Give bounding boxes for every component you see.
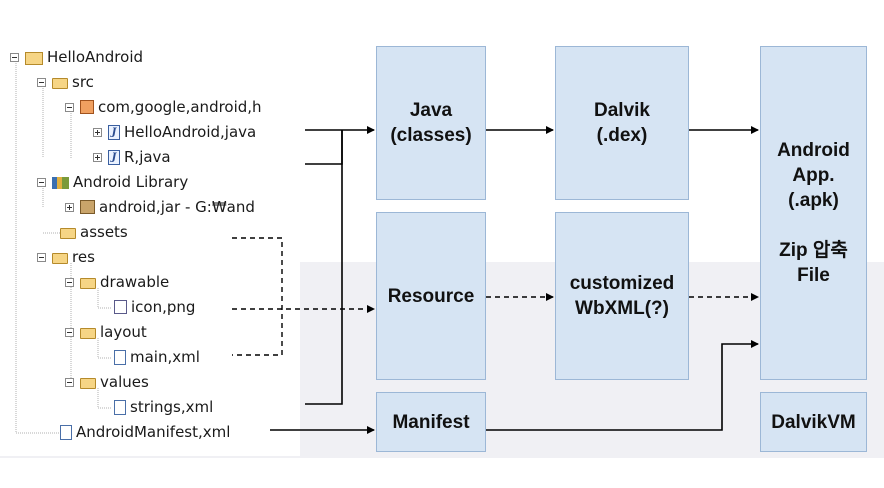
- project-tree: HelloAndroid src com,google,android,h J …: [0, 36, 300, 456]
- wbxml-box: customized WbXML(?): [555, 212, 689, 380]
- expand-icon[interactable]: [65, 202, 74, 212]
- collapse-icon[interactable]: [37, 177, 46, 187]
- tree-item-label: Android Library: [73, 173, 189, 191]
- tree-item-label: src: [72, 73, 94, 91]
- tree-item-label: R,java: [124, 148, 171, 166]
- folder-icon: [80, 378, 96, 389]
- java-file-icon: J: [108, 124, 120, 140]
- dalvikvm-box: DalvikVM: [760, 392, 867, 452]
- tree-item-label: com,google,android,h: [98, 98, 262, 116]
- tree-item-label: android,jar - G:₩and: [99, 198, 255, 216]
- jar-icon: [80, 200, 95, 214]
- xml-file-icon: [114, 399, 126, 415]
- xml-file-icon: [60, 424, 72, 440]
- tree-item-values[interactable]: values: [65, 371, 149, 393]
- image-file-icon: [114, 300, 127, 314]
- tree-item-label: values: [100, 373, 149, 391]
- project-icon: [25, 51, 43, 65]
- collapse-icon[interactable]: [65, 277, 74, 287]
- collapse-icon[interactable]: [37, 252, 46, 262]
- source-folder-icon: [52, 78, 68, 89]
- tree-item-label: HelloAndroid,java: [124, 123, 257, 141]
- java-classes-box: Java (classes): [376, 46, 486, 200]
- tree-item-label: strings,xml: [130, 398, 214, 416]
- tree-item-res[interactable]: res: [37, 246, 95, 268]
- collapse-icon[interactable]: [10, 52, 19, 62]
- tree-item-helloandroid-java[interactable]: J HelloAndroid,java: [93, 121, 256, 143]
- line-assets: [232, 237, 283, 356]
- tree-item-label: drawable: [100, 273, 170, 291]
- collapse-icon[interactable]: [65, 377, 74, 387]
- resource-box: Resource: [376, 212, 486, 380]
- tree-item-label: layout: [100, 323, 147, 341]
- tree-item-helloandroid[interactable]: HelloAndroid: [10, 46, 143, 68]
- tree-item-assets[interactable]: assets: [60, 221, 128, 243]
- tree-item-label: AndroidManifest,xml: [76, 423, 231, 441]
- library-icon: [52, 177, 69, 189]
- tree-item-android-library[interactable]: Android Library: [37, 171, 188, 193]
- java-file-icon: J: [108, 149, 120, 165]
- tree-item-label: assets: [80, 223, 128, 241]
- line-strings-xml: [305, 130, 343, 405]
- folder-icon: [80, 278, 96, 289]
- tree-item-src[interactable]: src: [37, 71, 94, 93]
- tree-item-androidmanifest-xml[interactable]: AndroidManifest,xml: [60, 421, 230, 443]
- xml-file-icon: [114, 349, 126, 365]
- folder-icon: [52, 253, 68, 264]
- tree-item-label: icon,png: [131, 298, 196, 316]
- tree-item-label: main,xml: [130, 348, 200, 366]
- folder-icon: [60, 228, 76, 239]
- arrow-manifest-to-apk: [486, 340, 759, 431]
- tree-item-main-xml[interactable]: main,xml: [114, 346, 200, 368]
- tree-item-icon-png[interactable]: icon,png: [114, 296, 195, 318]
- tree-item-r-java[interactable]: J R,java: [93, 146, 171, 168]
- line-r-java: [305, 130, 343, 165]
- package-icon: [80, 100, 94, 114]
- folder-icon: [80, 328, 96, 339]
- tree-item-label: res: [72, 248, 95, 266]
- tree-item-label: HelloAndroid: [47, 48, 144, 66]
- expand-icon[interactable]: [93, 152, 102, 162]
- tree-item-layout[interactable]: layout: [65, 321, 147, 343]
- tree-item-strings-xml[interactable]: strings,xml: [114, 396, 213, 418]
- tree-item-android-jar[interactable]: android,jar - G:₩and: [65, 196, 255, 218]
- collapse-icon[interactable]: [65, 102, 74, 112]
- dalvik-dex-box: Dalvik (.dex): [555, 46, 689, 200]
- tree-item-package[interactable]: com,google,android,h: [65, 96, 262, 118]
- manifest-box: Manifest: [376, 392, 486, 452]
- expand-icon[interactable]: [93, 127, 102, 137]
- tree-item-drawable[interactable]: drawable: [65, 271, 169, 293]
- android-apk-box: Android App. (.apk) Zip 압축 File: [760, 46, 867, 380]
- collapse-icon[interactable]: [65, 327, 74, 337]
- collapse-icon[interactable]: [37, 77, 46, 87]
